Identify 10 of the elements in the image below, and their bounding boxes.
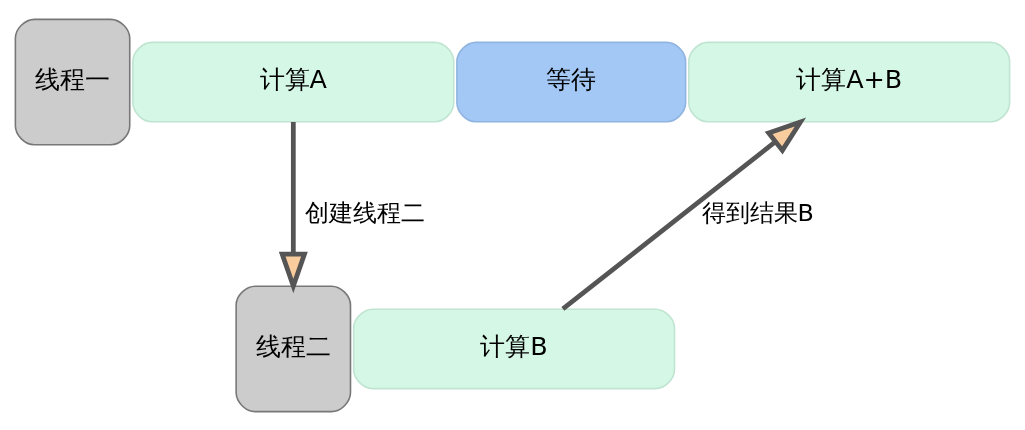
node-box: 线程一 xyxy=(14,18,131,146)
edge-label: 创建线程二 xyxy=(304,198,425,227)
edge-label: 得到结果B xyxy=(701,198,814,227)
node-box: 计算A+B xyxy=(688,41,1011,123)
arrow xyxy=(278,121,308,293)
node-box: 计算B xyxy=(352,307,676,389)
node-box: 计算A xyxy=(132,41,455,123)
node-box: 线程二 xyxy=(235,284,352,412)
arrow xyxy=(561,117,807,311)
node-box: 等待 xyxy=(456,41,687,123)
